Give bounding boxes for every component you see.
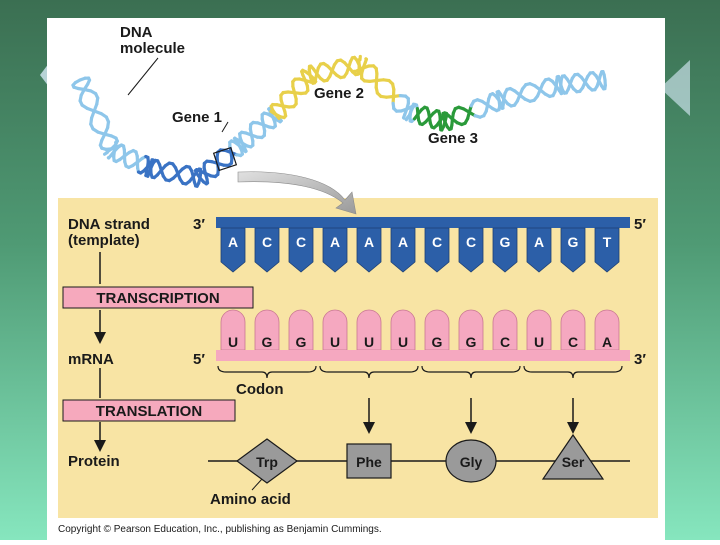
protein-label: Protein [68, 453, 120, 470]
mrna-base-letter: C [500, 334, 510, 350]
mrna-base-letter: U [228, 334, 238, 350]
dna-base-letter: C [262, 234, 272, 250]
helix-segment [105, 152, 108, 154]
dna-strand-label-line1: DNA strand [68, 216, 150, 233]
dna-base-letter: A [534, 234, 544, 250]
mrna-base-letter: G [262, 334, 273, 350]
gene2-label: Gene 2 [314, 85, 364, 102]
translation-label: TRANSLATION [96, 403, 202, 420]
transcription-label: TRANSCRIPTION [96, 290, 219, 307]
gene3-label: Gene 3 [428, 130, 478, 147]
amino-acid-name: Ser [562, 454, 585, 470]
dna-base-letter: A [228, 234, 238, 250]
codon-label: Codon [236, 381, 283, 398]
dna-base-letter: C [466, 234, 476, 250]
dna-strand-label-line2: (template) [68, 232, 140, 249]
dna-base-letter: C [432, 234, 442, 250]
mrna-base-letter: G [466, 334, 477, 350]
mrna-base-letter: U [534, 334, 544, 350]
amino-acid-name: Gly [460, 454, 483, 470]
dna-molecule-label-line1: DNA [120, 24, 153, 41]
dna-molecule-label-line2: molecule [120, 40, 185, 57]
mrna-base-letter: A [602, 334, 612, 350]
dna-base-letter: C [296, 234, 306, 250]
mrna-base-letter: G [296, 334, 307, 350]
gene1-label: Gene 1 [172, 109, 222, 126]
mrna-base-letter: U [330, 334, 340, 350]
amino-acid-label: Amino acid [210, 491, 291, 508]
dna-base-letter: G [500, 234, 511, 250]
dna-strand-end-right: 5′ [634, 216, 646, 233]
dna-strand-end-left: 3′ [193, 216, 205, 233]
dna-base-letter: A [364, 234, 374, 250]
dna-base-letter: A [398, 234, 408, 250]
amino-acid-name: Phe [356, 454, 382, 470]
mrna-end-right: 3′ [634, 351, 646, 368]
dna-base-letter: A [330, 234, 340, 250]
mrna-base-letter: C [568, 334, 578, 350]
mrna-base-letter: U [364, 334, 374, 350]
mrna-base-letter: G [432, 334, 443, 350]
dna-base-letter: G [568, 234, 579, 250]
dna-strand-backbone [216, 217, 630, 228]
mrna-end-left: 5′ [193, 351, 205, 368]
helix-segment [404, 118, 405, 119]
copyright-text: Copyright © Pearson Education, Inc., pub… [58, 524, 382, 535]
dna-base-letter: T [603, 234, 612, 250]
amino-acid-name: Trp [256, 454, 278, 470]
mrna-base-letter: U [398, 334, 408, 350]
mrna-label: mRNA [68, 351, 114, 368]
mrna-backbone [216, 350, 630, 361]
